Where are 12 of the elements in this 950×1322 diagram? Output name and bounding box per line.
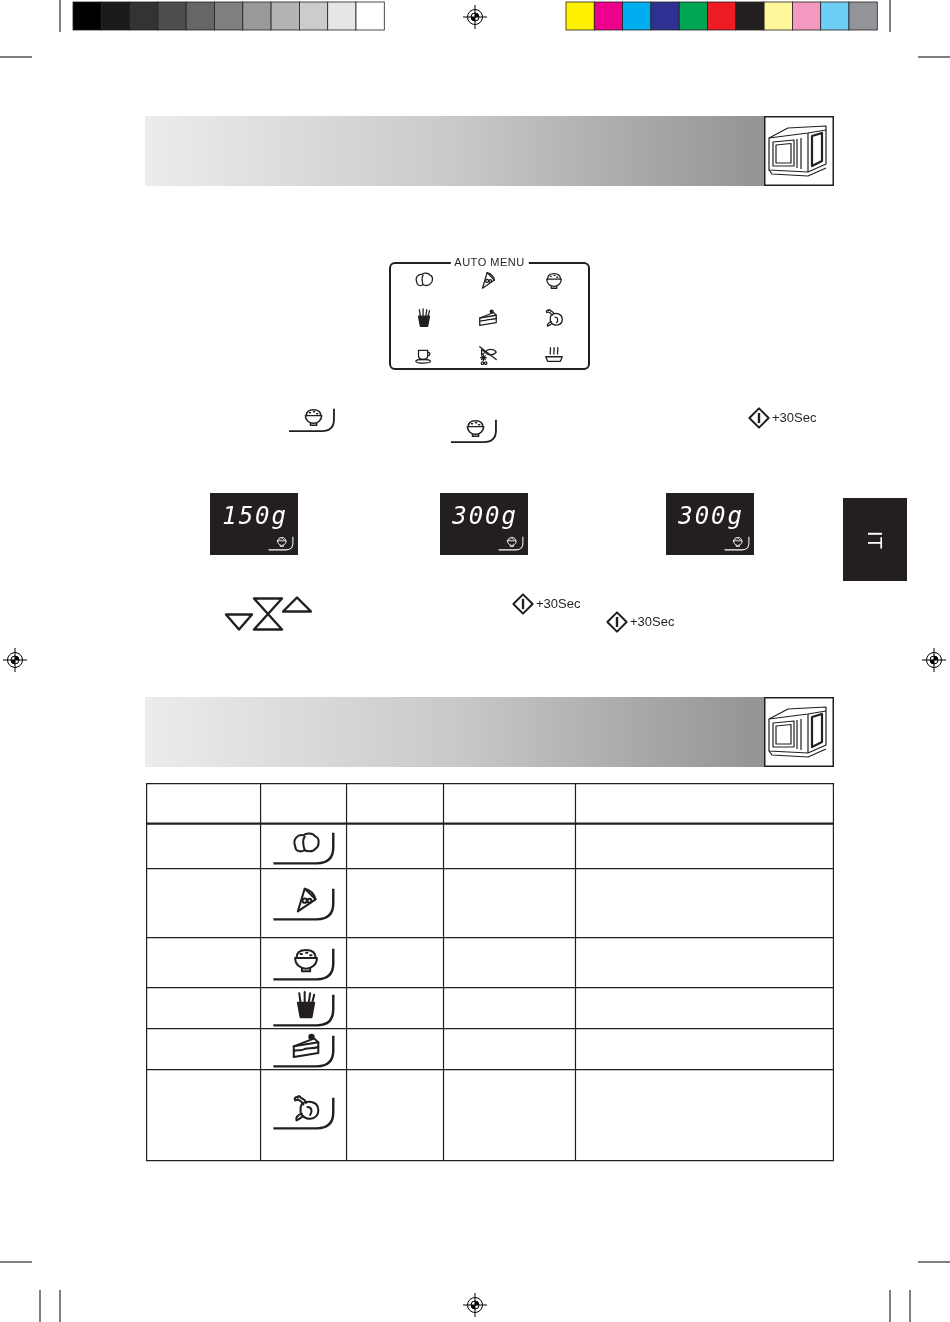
lcd-display [666, 493, 754, 555]
key-label: +30Sec [536, 596, 581, 612]
display-readout: 150g [222, 503, 288, 529]
lcd-display [210, 493, 298, 555]
tab-label: IT [864, 530, 886, 549]
key-label: +30Sec [630, 614, 675, 630]
key-label: +30Sec [772, 410, 817, 426]
lcd-display [440, 493, 528, 555]
display-readout: 300g [678, 503, 744, 529]
language-tab [843, 498, 907, 581]
display-readout: 300g [452, 503, 518, 529]
panel-title: AUTO MENU [450, 255, 529, 269]
